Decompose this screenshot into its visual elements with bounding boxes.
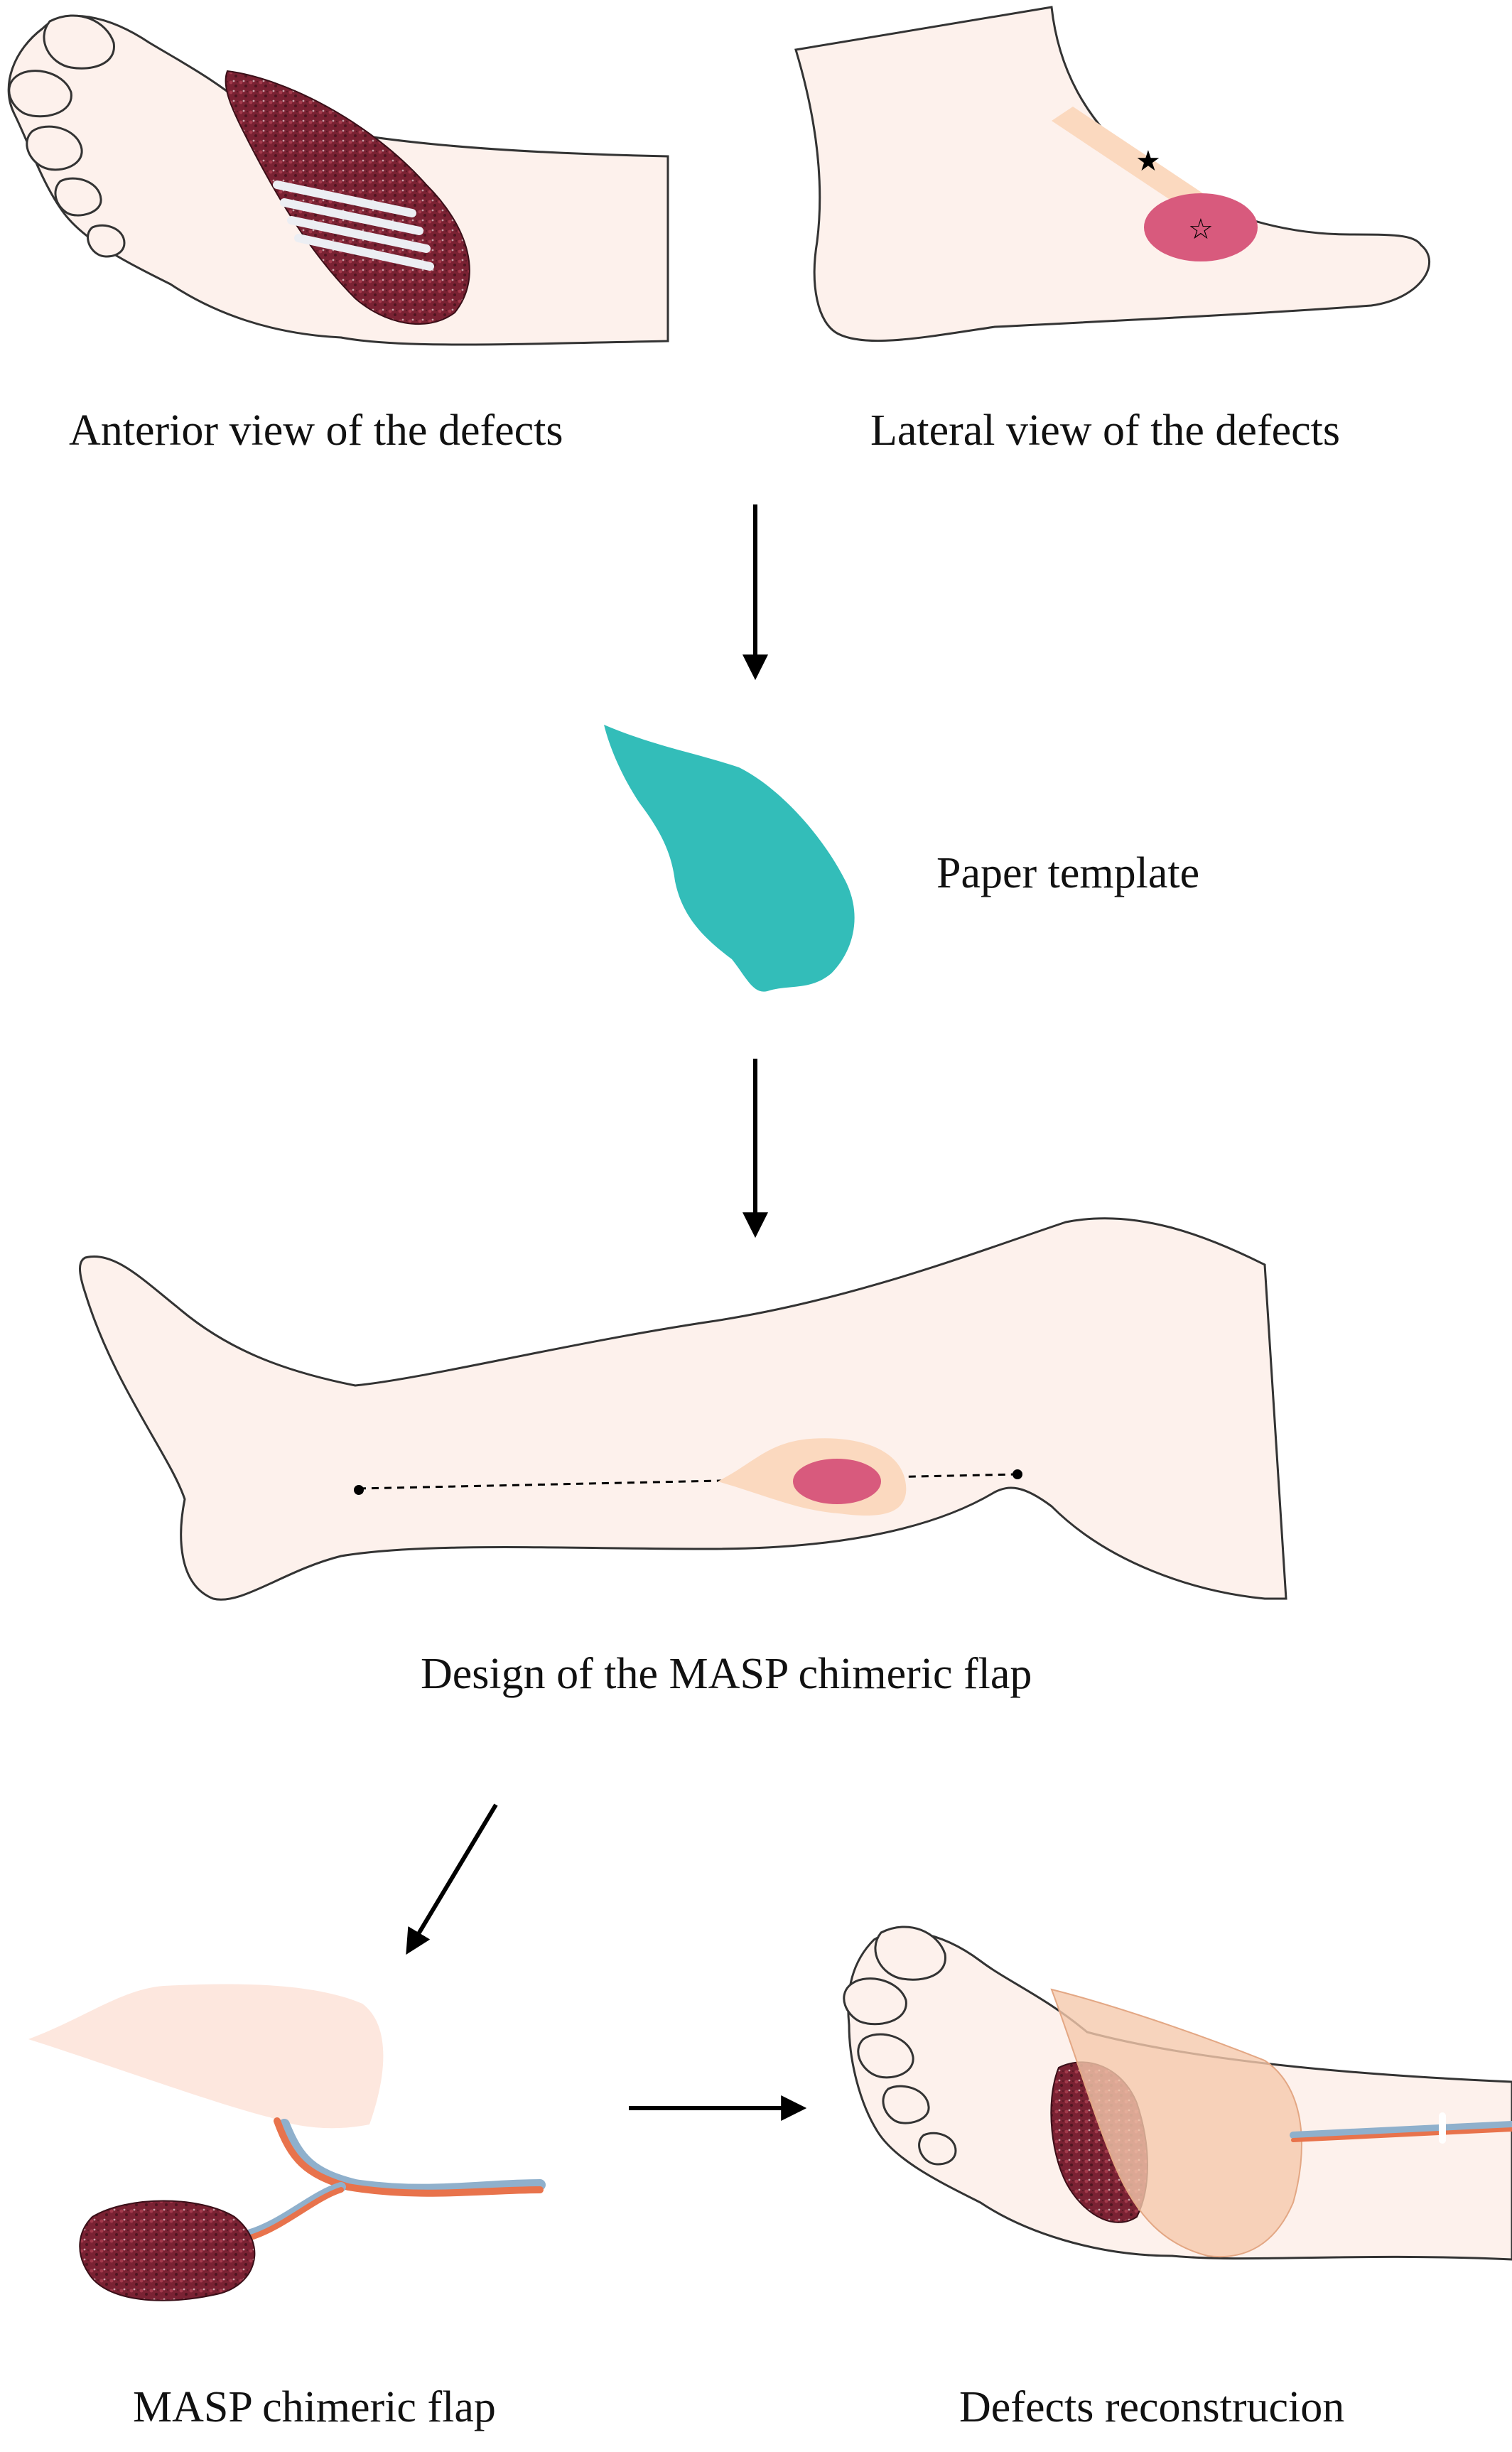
lateral-open-star: ☆ (1188, 213, 1214, 246)
masp-flap (28, 1984, 546, 2301)
anterior-tendons (273, 180, 434, 271)
leg-outline (79, 1217, 1287, 1601)
recon-toe-2 (843, 1977, 907, 2026)
toe-2 (8, 70, 72, 118)
reconstructed-foot (843, 1926, 1512, 2261)
label-design-flap: Design of the MASP chimeric flap (421, 1650, 1032, 1698)
recon-flap-skin (1050, 1988, 1302, 2258)
leg-axis-point-right (1012, 1469, 1022, 1479)
label-masp-flap: MASP chimeric flap (133, 2383, 496, 2431)
leg-axis-point-left (354, 1485, 364, 1495)
toe-5 (87, 224, 126, 258)
leg-muscle-component (793, 1459, 881, 1504)
lateral-flap-strip (1052, 107, 1222, 220)
label-reconstruction: Defects reconstrucion (959, 2383, 1345, 2431)
paper-template (604, 725, 855, 992)
recon-toe-5 (918, 2132, 957, 2166)
label-paper-template: Paper template (936, 849, 1200, 897)
flap-muscle (79, 2200, 256, 2301)
toe-3 (26, 125, 83, 171)
flap-skin (28, 1984, 384, 2129)
flap-vessels (244, 2117, 546, 2241)
label-lateral-view: Lateral view of the defects (870, 406, 1340, 455)
recon-toe-3 (857, 2033, 914, 2079)
lateral-filled-star: ★ (1135, 145, 1161, 178)
lateral-defect (1144, 193, 1258, 261)
lateral-foot-outline (794, 6, 1430, 342)
arrow-3 (406, 1803, 498, 1955)
toe-4 (54, 177, 102, 217)
toe-big (43, 14, 115, 70)
leg-design (79, 1217, 1287, 1601)
lateral-foot: ★ ☆ (794, 6, 1430, 342)
label-anterior-view: Anterior view of the defects (69, 406, 563, 455)
recon-toe-big (874, 1926, 946, 1981)
recon-vessels (1290, 2112, 1512, 2144)
anterior-foot (7, 14, 669, 346)
recon-toe-4 (882, 2085, 930, 2124)
